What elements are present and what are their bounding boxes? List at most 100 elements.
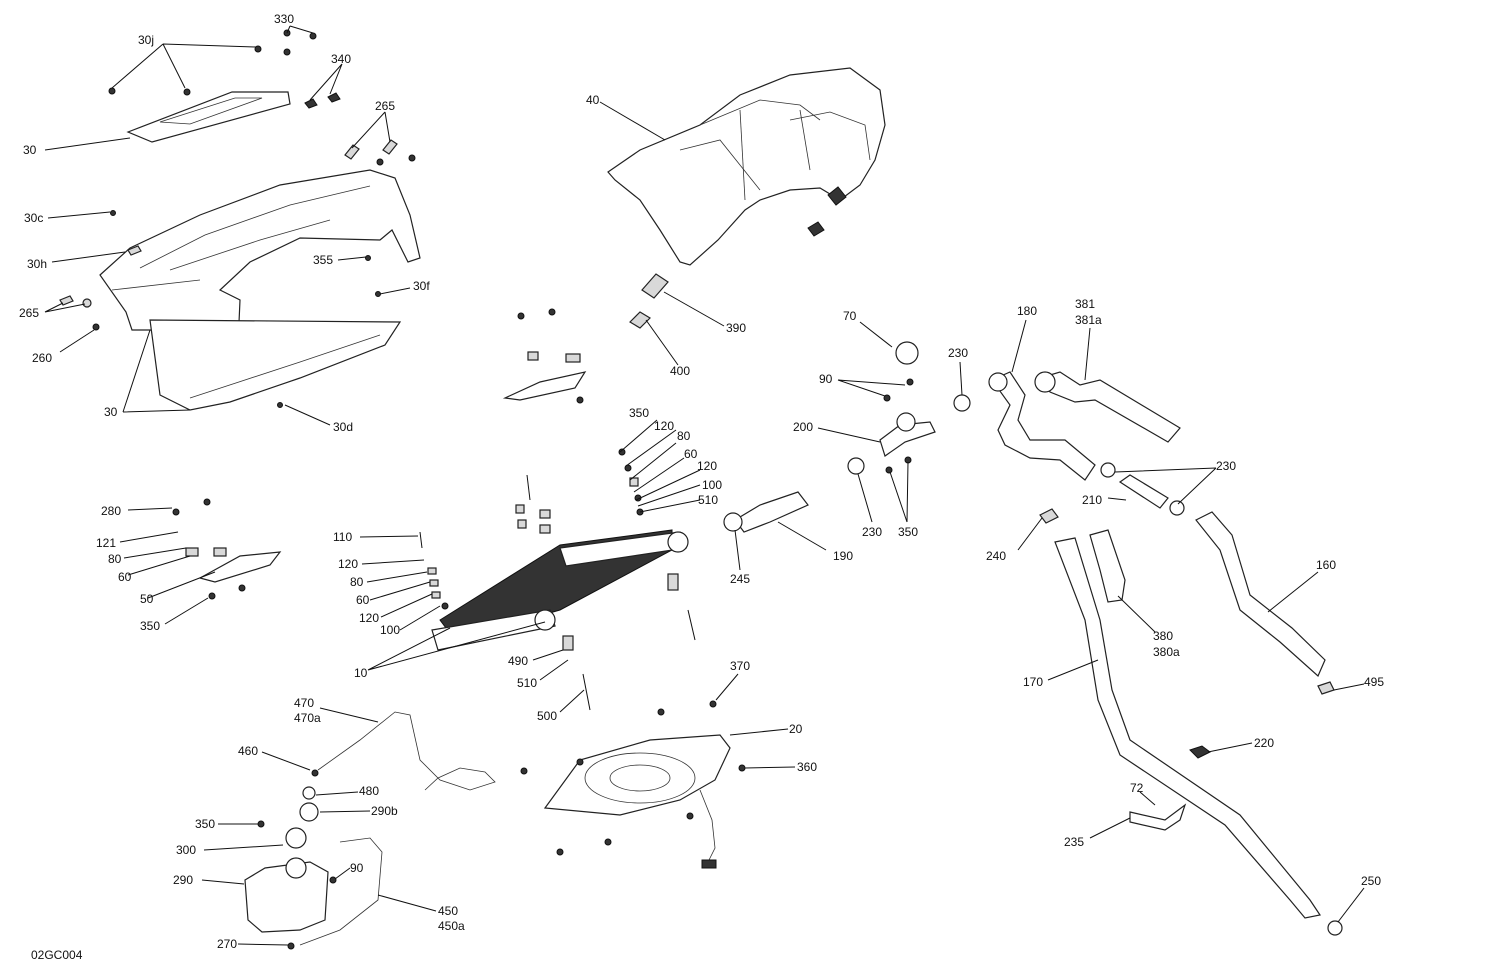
radiator-10 [431, 474, 696, 651]
callout-470: 470 [294, 696, 314, 710]
callout-60: 60 [118, 570, 132, 584]
callout-280: 280 [101, 504, 121, 518]
callout-340: 340 [331, 52, 351, 66]
callout-290b: 290b [371, 804, 398, 818]
callout-30: 30 [23, 143, 37, 157]
clips-390-400 [629, 273, 669, 329]
callout-355: 355 [313, 253, 333, 267]
hose-160 [1195, 511, 1326, 677]
callout-40: 40 [586, 93, 600, 107]
skid-plate-30-bottom [149, 319, 402, 411]
radiator-bracket-50 [172, 498, 282, 600]
callout-350: 350 [195, 817, 215, 831]
callout-80: 80 [350, 575, 364, 589]
callout-230: 230 [1216, 459, 1236, 473]
callout-510: 510 [517, 676, 537, 690]
callout-120: 120 [359, 611, 379, 625]
callout-20: 20 [789, 722, 803, 736]
callout-390: 390 [726, 321, 746, 335]
callout-240: 240 [986, 549, 1006, 563]
callout-220: 220 [1254, 736, 1274, 750]
callout-30: 30 [104, 405, 118, 419]
callout-120: 120 [697, 459, 717, 473]
callout-400: 400 [670, 364, 690, 378]
callout-60: 60 [684, 447, 698, 461]
callout-235: 235 [1064, 835, 1084, 849]
callout-381a: 381a [1075, 313, 1102, 327]
callout-260: 260 [32, 351, 52, 365]
callout-350: 350 [140, 619, 160, 633]
callout-70: 70 [843, 309, 857, 323]
pipe-210 [1100, 462, 1185, 516]
callout-381: 381 [1075, 297, 1095, 311]
callout-230: 230 [948, 346, 968, 360]
callout-250: 250 [1361, 874, 1381, 888]
callout-300: 300 [176, 843, 196, 857]
callout-490: 490 [508, 654, 528, 668]
pipe-170 [1054, 537, 1321, 919]
callout-380a: 380a [1153, 645, 1180, 659]
console-shroud-40 [607, 67, 886, 266]
callout-495: 495 [1364, 675, 1384, 689]
clamps-right [1039, 508, 1343, 936]
callout-350: 350 [898, 525, 918, 539]
callout-460: 460 [238, 744, 258, 758]
callout-470a: 470a [294, 711, 321, 725]
radiator-bracket-upper [502, 308, 587, 404]
callout-330: 330 [274, 12, 294, 26]
hose-381 [1034, 371, 1181, 443]
callout-170: 170 [1023, 675, 1043, 689]
callout-245: 245 [730, 572, 750, 586]
callout-450: 450 [438, 904, 458, 918]
overflow-hose-470 [311, 711, 496, 791]
callout-80: 80 [108, 552, 122, 566]
callout-120: 120 [654, 419, 674, 433]
radiator-mount-hardware [419, 448, 644, 711]
hose-180 [988, 371, 1096, 481]
hose-380 [1089, 529, 1126, 603]
callout-100: 100 [702, 478, 722, 492]
callout-80: 80 [677, 429, 691, 443]
callout-30j: 30j [138, 33, 154, 47]
callout-210: 210 [1082, 493, 1102, 507]
callout-370: 370 [730, 659, 750, 673]
callout-380: 380 [1153, 629, 1173, 643]
callout-360: 360 [797, 760, 817, 774]
callout-350: 350 [629, 406, 649, 420]
diagram-code: 02GC004 [31, 948, 83, 962]
thermostat-housing-200 [847, 341, 971, 475]
callout-100: 100 [380, 623, 400, 637]
callout-72: 72 [1130, 781, 1144, 795]
callout-60: 60 [356, 593, 370, 607]
callout-200: 200 [793, 420, 813, 434]
callout-30h: 30h [27, 257, 47, 271]
callout-120: 120 [338, 557, 358, 571]
callout-265: 265 [375, 99, 395, 113]
callout-30c: 30c [24, 211, 43, 225]
callout-90: 90 [350, 861, 364, 875]
coolant-tank-290 [244, 786, 383, 950]
callout-510: 510 [698, 493, 718, 507]
callout-121: 121 [96, 536, 116, 550]
leader-lines [44, 25, 1365, 946]
callout-480: 480 [359, 784, 379, 798]
callout-500: 500 [537, 709, 557, 723]
callout-50: 50 [140, 592, 154, 606]
callout-labels: 330 30j 340 265 30 30c 30h 355 30f 265 2… [19, 12, 1384, 962]
callout-290: 290 [173, 873, 193, 887]
callout-30d: 30d [333, 420, 353, 434]
callout-30f: 30f [413, 279, 430, 293]
callout-180: 180 [1017, 304, 1037, 318]
callout-270: 270 [217, 937, 237, 951]
callout-160: 160 [1316, 558, 1336, 572]
hose-190 [723, 491, 809, 533]
callout-110: 110 [333, 530, 352, 544]
cover-plate-30-top [126, 91, 291, 143]
callout-230: 230 [862, 525, 882, 539]
fan-shroud-20 [520, 700, 746, 869]
callout-90: 90 [819, 372, 833, 386]
callout-190: 190 [833, 549, 853, 563]
callout-450a: 450a [438, 919, 465, 933]
callout-10: 10 [354, 666, 368, 680]
